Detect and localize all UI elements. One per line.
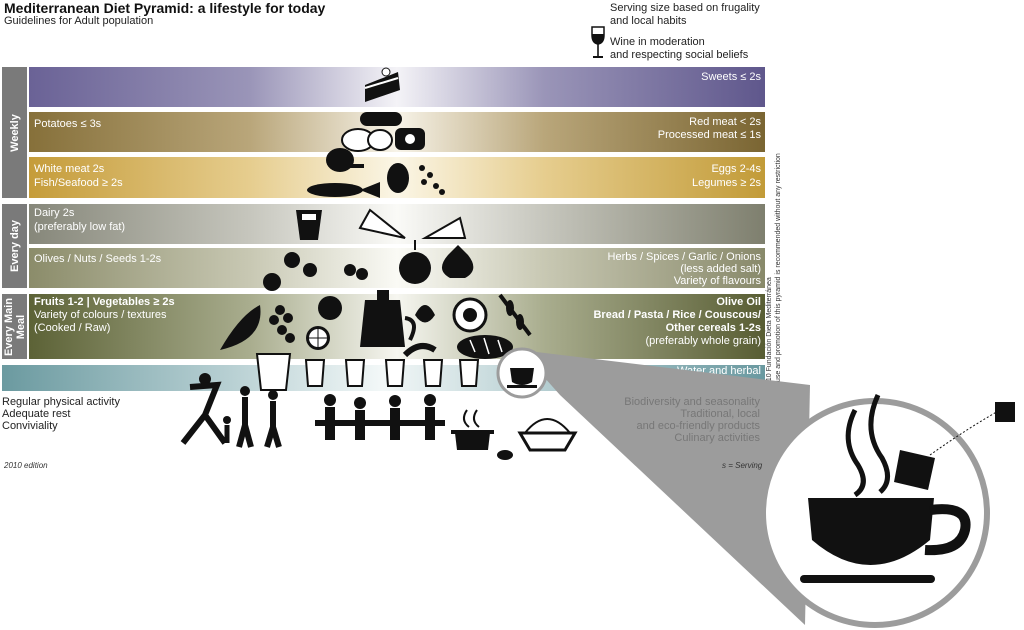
food-icons [220,67,532,391]
water-glass-icon [458,359,480,387]
teacup-icon [800,393,1015,583]
weekly-label: Weekly [2,67,27,198]
water-glass-icon [255,353,292,391]
sustainability-notes: Biodiversity and seasonality Traditional… [624,396,760,444]
egg-icon [387,163,409,193]
cheese-icon [358,208,467,239]
chicken-leg-icon [326,148,364,172]
sausage-icon [360,112,402,126]
teacup-icon [507,368,537,388]
bread-icon [457,335,513,359]
bottom-illustrations [180,373,578,460]
legumes-icon [419,165,445,195]
edition-note: 2010 edition [4,461,48,470]
grapes-icon [269,305,295,343]
page-subtitle: Guidelines for Adult population [4,15,154,27]
band-dairy: Dairy 2s (preferably low fat) [29,204,765,244]
apple-icon [318,296,342,320]
olive-oil-bottle-icon [360,290,416,347]
garlic-icon [441,245,474,278]
wine-glass-icon [591,26,605,58]
water-glass-icon [422,359,444,387]
water-glass-icon [344,359,366,387]
basket-icon [497,418,578,460]
family-meal-icon [315,394,445,440]
artichoke-icon [415,305,435,323]
lifestyle-notes: Regular physical activity Adequate rest … [2,396,120,432]
cabbage-icon [452,297,488,333]
water-glass-icon [304,359,326,387]
olive-icon [263,252,368,291]
yogurt-icon [296,210,322,240]
serving-note: Serving size based on frugality and loca… [610,2,760,27]
people-activity-icon [180,373,282,448]
citrus-icon [306,326,330,350]
page-title: Mediterranean Diet Pyramid: a lifestyle … [4,0,326,16]
wine-note: Wine in moderation and respecting social… [610,36,749,61]
every-day-label: Every day [2,204,27,288]
cake-icon [364,67,400,102]
wheat-icon [498,293,532,337]
serving-legend: s = Serving [722,461,763,470]
band-olives: Olives / Nuts / Seeds 1-2s Herbs / Spice… [29,248,765,288]
watermelon-icon [220,305,261,350]
bread-icon [402,343,437,358]
water-glass-icon [384,359,406,387]
meat-icon [341,128,425,152]
onion-icon [399,240,431,284]
cooking-pot-icon [451,409,494,450]
fish-icon [307,182,380,198]
